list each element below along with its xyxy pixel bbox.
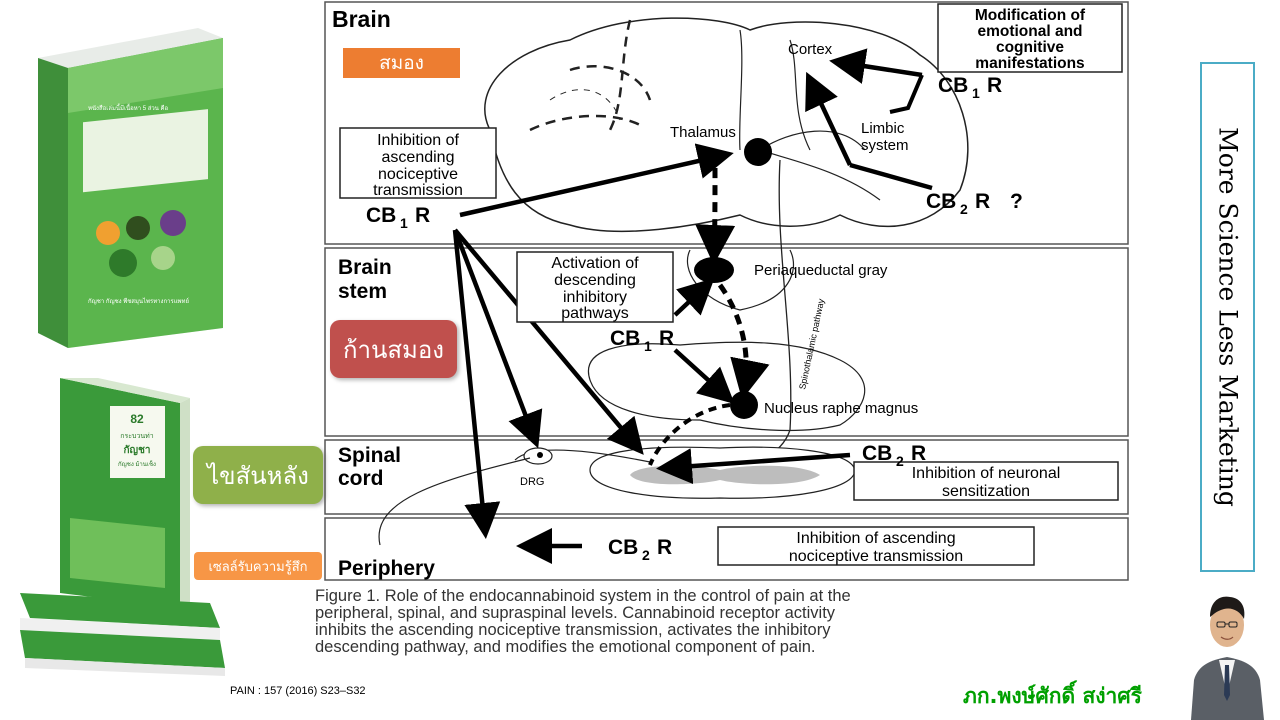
cb1r-label-thalamic: CB 1 R (366, 204, 430, 231)
caption-line-1: Figure 1. Role of the endocannabinoid sy… (315, 587, 851, 605)
side-title: More Science Less Marketing (1213, 127, 1242, 507)
section-spinal-2: cord (338, 467, 384, 490)
section-brainstem-1: Brain (338, 256, 392, 279)
caption-line-2: peripheral, spinal, and supraspinal leve… (315, 604, 836, 622)
svg-text:1: 1 (972, 85, 980, 101)
svg-text:R: R (911, 442, 926, 465)
book2-line3: กัญชง ม้านเช็ง (118, 459, 156, 468)
svg-text:?: ? (1010, 190, 1023, 213)
inhibition-asc-line-2: ascending (382, 149, 455, 166)
drg-label: DRG (520, 476, 544, 488)
svg-text:2: 2 (642, 547, 650, 563)
book-stack: 82 กระบวนท่า กัญชา กัญชง ม้านเช็ง (20, 378, 225, 676)
author-name: ภก.พงษ์ศักดิ์ สง่าศรี (963, 684, 1142, 708)
nrm-node (730, 391, 758, 419)
side-title-box: More Science Less Marketing (1200, 62, 1255, 572)
cb2r-label-spinal: CB 2 R (862, 442, 926, 469)
svg-text:R: R (657, 536, 672, 559)
cb1r-label-limbic: CB 1 R (938, 74, 1002, 101)
limbic-label-1: Limbic (861, 120, 905, 137)
cortex-label: Cortex (788, 41, 833, 58)
sensory-cell-label: เซลล์รับความรู้สึก (194, 552, 322, 580)
svg-text:CB: CB (926, 190, 956, 213)
book-cover-top: หนังสือเล่มนี้มีเนื้อหา 5 ส่วน คือ กัญชา… (38, 28, 223, 348)
activation-line-3: inhibitory (563, 289, 627, 306)
activation-line-4: pathways (561, 305, 629, 322)
svg-text:R: R (659, 327, 674, 350)
svg-text:CB: CB (608, 536, 638, 559)
cb2r-label-brain: CB 2 R ? (926, 190, 1023, 217)
neuronal-line-2: sensitization (942, 483, 1030, 500)
presenter-photo (1191, 596, 1264, 720)
caption-line-3: inhibits the ascending nociceptive trans… (315, 621, 831, 639)
modification-line-3: cognitive (996, 39, 1064, 56)
section-brainstem-2: stem (338, 280, 387, 303)
cb1r-label-brainstem: CB 1 R (610, 327, 674, 354)
caption-line-4: descending pathway, and modifies the emo… (315, 638, 816, 656)
pag-label: Periaqueductal gray (754, 262, 888, 279)
section-brain: Brain (332, 6, 391, 32)
book1-footer: กัญชา กัญชง พืชสมุนไพรทางการแพทย์ (88, 297, 189, 305)
book2-line2: กัญชา (124, 444, 151, 456)
periphery-section-frame (324, 517, 1129, 581)
book2-number: 82 (130, 412, 144, 426)
section-spinal-1: Spinal (338, 444, 401, 467)
spinal-cord-label: ไขสันหลัง (193, 446, 323, 504)
pag-node (694, 257, 734, 283)
svg-text:R: R (975, 190, 990, 213)
activation-line-1: Activation of (551, 255, 639, 272)
brainstem-label: ก้านสมอง (330, 320, 457, 378)
periph-line-2: nociceptive transmission (789, 548, 963, 565)
book2-line1: กระบวนท่า (120, 433, 154, 440)
thalamus-label: Thalamus (670, 124, 736, 141)
figure-caption: Figure 1. Role of the endocannabinoid sy… (315, 588, 1145, 656)
svg-text:CB: CB (610, 327, 640, 350)
inhibition-asc-line-1: Inhibition of (377, 132, 459, 149)
modification-line-1: Modification of (975, 7, 1086, 24)
nrm-label: Nucleus raphe magnus (764, 400, 918, 417)
periph-line-1: Inhibition of ascending (796, 530, 955, 547)
svg-text:CB: CB (862, 442, 892, 465)
modification-line-4: manifestations (975, 55, 1084, 72)
inhibition-asc-line-4: transmission (373, 182, 463, 199)
cb2r-label-periphery: CB 2 R (608, 536, 672, 563)
svg-text:R: R (415, 204, 430, 227)
svg-text:CB: CB (938, 74, 968, 97)
spinal-section-frame (324, 439, 1129, 515)
endocannabinoid-pain-diagram: Brain Brain stem Spinal cord Periphery M… (324, 1, 1129, 581)
svg-text:2: 2 (960, 201, 968, 217)
svg-text:2: 2 (896, 453, 904, 469)
modification-line-2: emotional and (977, 23, 1082, 40)
reference-text: PAIN : 157 (2016) S23–S32 (230, 685, 366, 697)
book1-title: หนังสือเล่มนี้มีเนื้อหา 5 ส่วน คือ (88, 102, 169, 112)
thalamus-node (744, 138, 772, 166)
section-periphery: Periphery (338, 557, 435, 580)
svg-text:1: 1 (400, 215, 408, 231)
brain-label: สมอง (343, 48, 460, 78)
limbic-label-2: system (861, 137, 909, 154)
activation-line-2: descending (554, 272, 636, 289)
neuronal-line-1: Inhibition of neuronal (912, 465, 1061, 482)
inhibition-asc-line-3: nociceptive (378, 166, 458, 183)
svg-text:1: 1 (644, 338, 652, 354)
medulla-outline (587, 341, 866, 432)
svg-text:R: R (987, 74, 1002, 97)
svg-text:CB: CB (366, 204, 396, 227)
